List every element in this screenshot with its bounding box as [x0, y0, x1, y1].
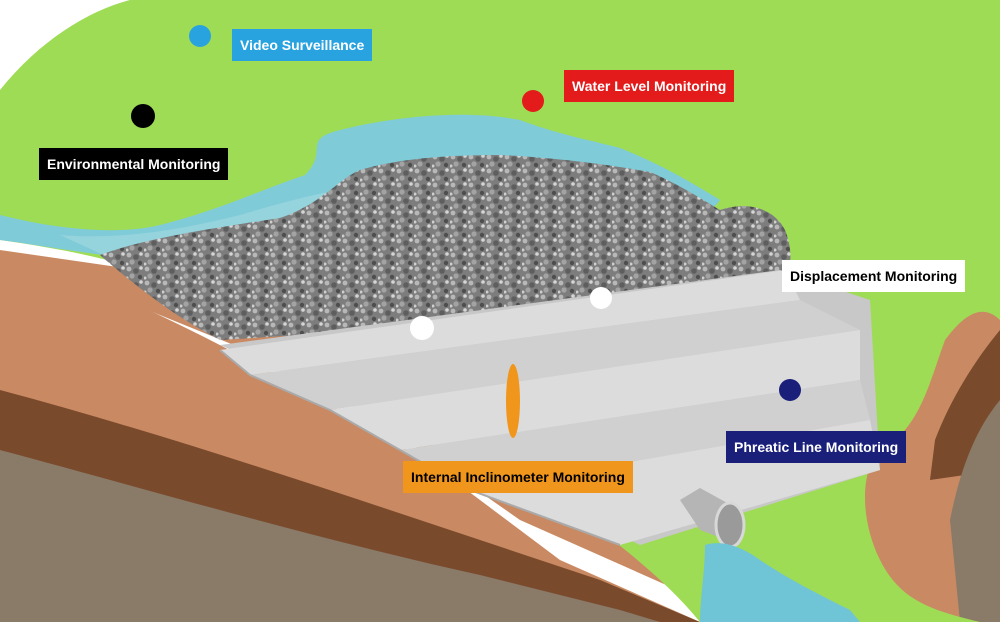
- video-surveillance-point: [189, 25, 211, 47]
- dam-step-shadow: [219, 349, 621, 546]
- inclinometer-point: [506, 364, 520, 438]
- dam-step-2: [250, 300, 860, 410]
- phreatic-line-point: [779, 379, 801, 401]
- pipe-opening: [714, 501, 746, 549]
- label-internal-inclinometer-monitoring: Internal Inclinometer Monitoring: [403, 461, 633, 493]
- water-pond-light: [60, 185, 380, 258]
- dam-step-1: [220, 270, 800, 375]
- displacement-point-1: [590, 287, 612, 309]
- dam-step-3: [330, 330, 860, 450]
- soil-layer-bottom: [0, 450, 660, 622]
- displacement-point-2: [410, 316, 434, 340]
- outflow-water: [700, 543, 860, 622]
- label-water-level-monitoring: Water Level Monitoring: [564, 70, 735, 102]
- environmental-point: [131, 104, 155, 128]
- water-level-point: [522, 90, 544, 112]
- label-video-surveillance: Video Surveillance: [232, 29, 373, 61]
- label-phreatic-line-monitoring: Phreatic Line Monitoring: [726, 431, 907, 463]
- soil-layer-right-bottom: [950, 400, 1000, 622]
- label-displacement-monitoring: Displacement Monitoring: [782, 260, 966, 292]
- label-environmental-monitoring: Environmental Monitoring: [39, 148, 229, 180]
